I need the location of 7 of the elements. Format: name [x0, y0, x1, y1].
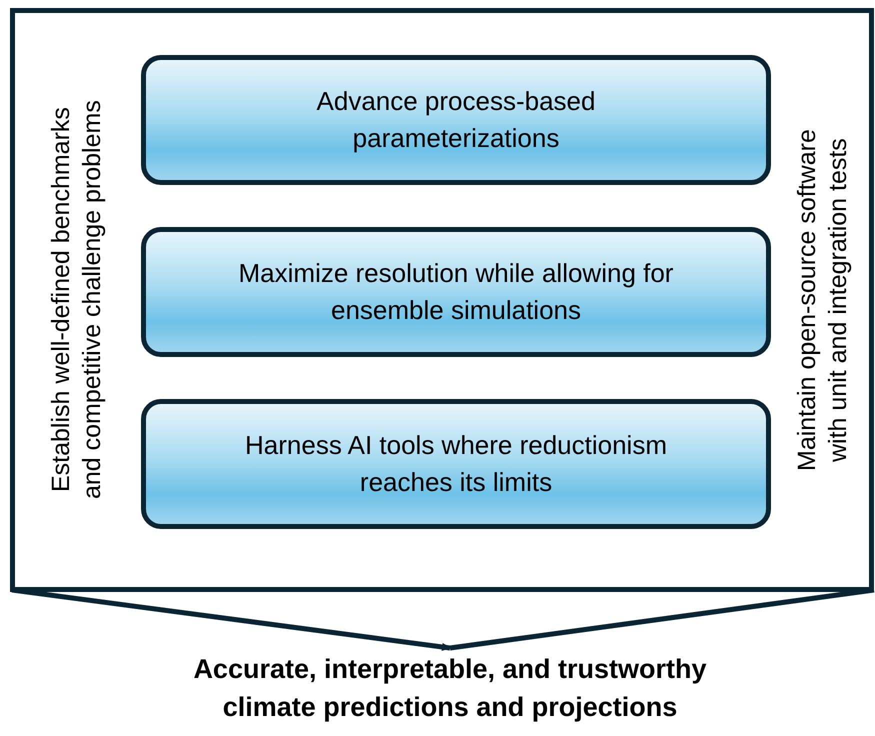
side-label: Maintain open-source software with unit and integration tests: [792, 128, 853, 473]
frame-box: [10, 8, 874, 592]
process-box: Advance process-based parameterizations: [141, 55, 771, 185]
process-box: Harness AI tools where reductionism reaches its limits: [141, 399, 771, 529]
side-label: Establish well-defined benchmarks and competitive challenge problems: [46, 100, 107, 502]
outcome-text: Accurate, interpretable, and trustworthy climate predictions and projections: [160, 650, 740, 726]
process-box: Maximize resolution while allowing for ensemble simulations: [141, 227, 771, 357]
